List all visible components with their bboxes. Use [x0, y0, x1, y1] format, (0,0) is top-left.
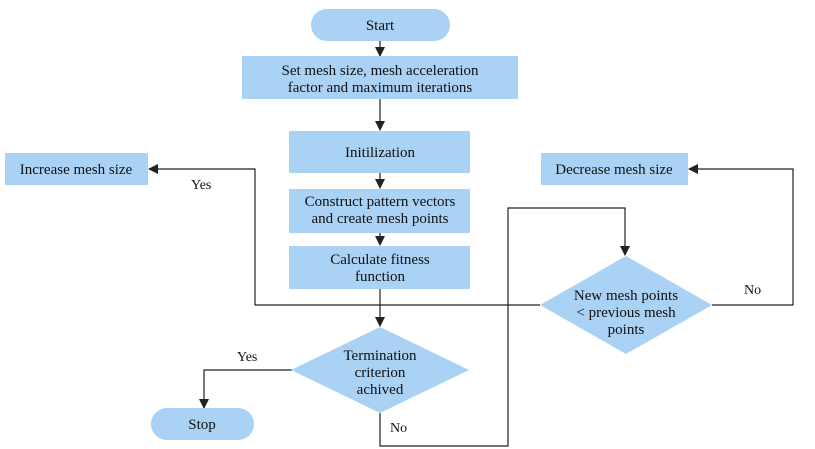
- increase-node: Increase mesh size: [5, 153, 148, 185]
- stop-label: Stop: [188, 417, 216, 433]
- pattern-node: Construct pattern vectors and create mes…: [289, 189, 470, 233]
- compare-node: New mesh points < previous mesh points: [540, 256, 712, 354]
- setup-label-line-1: Set mesh size, mesh acceleration: [281, 63, 479, 79]
- compare-label-line-3: points: [608, 322, 645, 338]
- setup-label-line-2: factor and maximum iterations: [288, 80, 473, 96]
- termination-node: Termination criterion achived: [291, 327, 469, 413]
- termination-label-line-2: criterion: [355, 365, 406, 381]
- edge-label-no-compare: No: [744, 283, 761, 298]
- termination-label-line-3: achived: [357, 382, 404, 398]
- init-node: Initilization: [289, 131, 470, 173]
- compare-label-line-1: New mesh points: [574, 288, 678, 304]
- pattern-label-line-2: and create mesh points: [311, 211, 448, 227]
- edge-label-yes-increase: Yes: [191, 178, 211, 193]
- compare-label-line-2: < previous mesh: [576, 305, 676, 321]
- fitness-node: Calculate fitness function: [289, 246, 470, 289]
- fitness-label-line-1: Calculate fitness: [330, 252, 430, 268]
- start-label: Start: [366, 18, 395, 34]
- edge-label-no-termination: No: [390, 421, 407, 436]
- init-label: Initilization: [345, 145, 415, 161]
- arrow-compare-no-to-decrease: [688, 164, 794, 306]
- arrow-termination-no-to-compare: [379, 207, 630, 447]
- increase-label: Increase mesh size: [20, 162, 133, 178]
- fitness-label-line-2: function: [355, 269, 405, 285]
- connectors: [148, 41, 794, 447]
- pattern-label-line-1: Construct pattern vectors: [305, 194, 456, 210]
- setup-node: Set mesh size, mesh acceleration factor …: [242, 56, 518, 99]
- stop-node: Stop: [151, 408, 254, 440]
- arrow-termination-yes-to-stop: [199, 369, 292, 409]
- edge-label-yes-stop: Yes: [237, 350, 257, 365]
- start-node: Start: [311, 9, 450, 41]
- decrease-node: Decrease mesh size: [541, 153, 688, 185]
- arrow-compare-yes-to-increase: [148, 164, 540, 306]
- termination-label-line-1: Termination: [343, 348, 417, 364]
- decrease-label: Decrease mesh size: [555, 162, 673, 178]
